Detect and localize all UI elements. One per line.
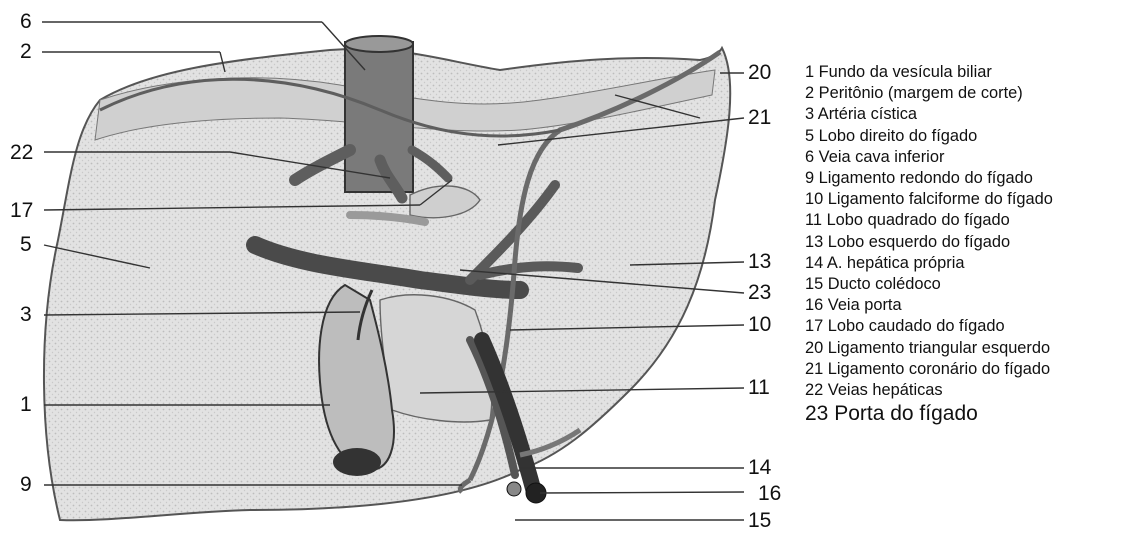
callout-3: 3 bbox=[20, 303, 32, 326]
callout-5: 5 bbox=[20, 233, 32, 256]
legend-item: 14 A. hepática própria bbox=[805, 253, 1145, 274]
callout-16: 16 bbox=[758, 482, 781, 505]
legend-item: 10 Ligamento falciforme do fígado bbox=[805, 189, 1145, 210]
gallbladder-fundus bbox=[333, 448, 381, 476]
callout-13: 13 bbox=[748, 250, 771, 273]
legend-item: 22 Veias hepáticas bbox=[805, 380, 1145, 401]
callout-23: 23 bbox=[748, 281, 771, 304]
callout-2: 2 bbox=[20, 40, 32, 63]
callout-6: 6 bbox=[20, 10, 32, 33]
legend-item: 9 Ligamento redondo do fígado bbox=[805, 168, 1145, 189]
bile-duct-section bbox=[507, 482, 521, 496]
legend-item: 21 Ligamento coronário do fígado bbox=[805, 359, 1145, 380]
legend: 1 Fundo da vesícula biliar 2 Peritônio (… bbox=[805, 62, 1145, 427]
vena-cava-section bbox=[345, 36, 413, 52]
callout-9: 9 bbox=[20, 473, 32, 496]
callout-20: 20 bbox=[748, 61, 771, 84]
legend-item: 23 Porta do fígado bbox=[805, 401, 1145, 427]
callout-14: 14 bbox=[748, 456, 772, 479]
legend-item: 20 Ligamento triangular esquerdo bbox=[805, 338, 1145, 359]
legend-item: 17 Lobo caudado do fígado bbox=[805, 316, 1145, 337]
callout-17: 17 bbox=[10, 199, 33, 222]
callout-15: 15 bbox=[748, 509, 771, 532]
callout-21: 21 bbox=[748, 106, 771, 129]
legend-item: 11 Lobo quadrado do fígado bbox=[805, 210, 1145, 231]
legend-item: 2 Peritônio (margem de corte) bbox=[805, 83, 1145, 104]
legend-item: 13 Lobo esquerdo do fígado bbox=[805, 232, 1145, 253]
legend-item: 16 Veia porta bbox=[805, 295, 1145, 316]
legend-item: 15 Ducto colédoco bbox=[805, 274, 1145, 295]
callout-1: 1 bbox=[20, 393, 32, 416]
callout-11: 11 bbox=[748, 376, 770, 399]
callout-10: 10 bbox=[748, 313, 771, 336]
legend-item: 1 Fundo da vesícula biliar bbox=[805, 62, 1145, 83]
legend-item: 3 Artéria cística bbox=[805, 104, 1145, 125]
legend-item: 5 Lobo direito do fígado bbox=[805, 126, 1145, 147]
legend-item: 6 Veia cava inferior bbox=[805, 147, 1145, 168]
callout-22: 22 bbox=[10, 141, 33, 164]
